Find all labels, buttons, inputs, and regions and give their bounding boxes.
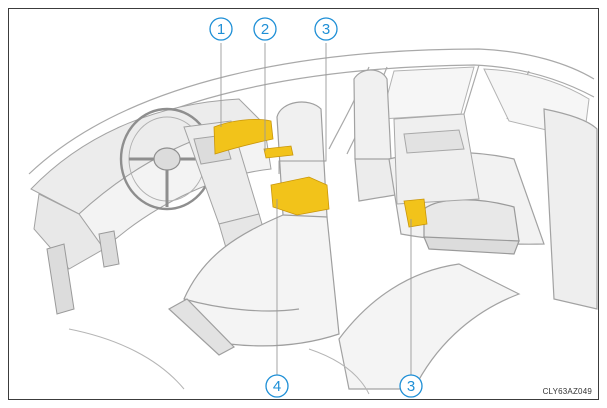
car-interior-illustration: 1 2 3 4 3 [28,17,598,398]
callout-1-label: 1 [217,21,225,38]
rear-armrest [423,199,520,255]
rear-cup-holder-highlight [403,198,428,228]
leader-lines [220,43,412,375]
diagram-frame: 1 2 3 4 3 CLY63AZ049 [8,8,599,400]
callout-3a-label: 3 [322,21,330,38]
floor [68,328,370,395]
front-passenger-door [393,113,480,205]
highlighted-compartments [213,119,428,228]
callouts: 1 2 3 4 3 [209,17,423,398]
figure-code: CLY63AZ049 [542,387,592,396]
cup-holder-highlight [270,176,330,216]
leader-3a [278,43,327,174]
callout-3b-label: 3 [407,378,415,395]
pedals [46,230,120,315]
callout-4: 4 [265,374,289,398]
callout-3a: 3 [314,17,338,41]
callout-1: 1 [209,17,233,41]
callout-2-label: 2 [261,21,269,38]
front-passenger-seat [353,69,402,202]
callout-4-label: 4 [273,378,281,395]
console-box-highlight [263,145,294,159]
glove-box-highlight [213,119,274,155]
callout-3b: 3 [399,374,423,398]
callout-2: 2 [253,17,277,41]
